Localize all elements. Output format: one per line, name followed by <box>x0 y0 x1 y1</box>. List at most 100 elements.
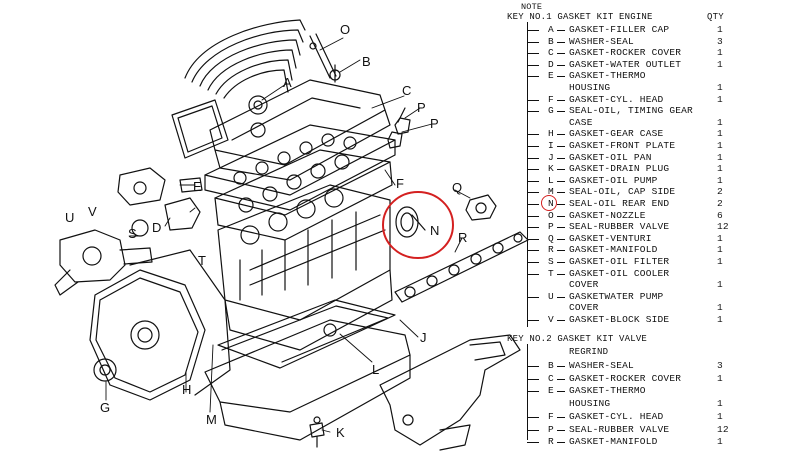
legend-dash <box>557 134 565 136</box>
callout-label: M <box>206 412 217 427</box>
legend-dash <box>557 429 565 431</box>
kit1-header: KEY NO.1 GASKET KIT ENGINE QTY <box>507 12 724 22</box>
legend-dash <box>557 41 565 43</box>
legend-dash <box>557 366 565 367</box>
legend-part-name: GASKET-VENTURI <box>569 232 652 244</box>
legend-qty: 2 <box>717 198 723 209</box>
qty-header: QTY <box>707 12 724 22</box>
legend-dash <box>557 215 565 217</box>
legend-tick <box>527 192 539 194</box>
legend-key: E <box>548 70 554 82</box>
legend-tick <box>527 238 539 240</box>
legend-tick <box>527 429 539 431</box>
legend-key: B <box>548 35 554 47</box>
legend-key: L <box>548 174 554 186</box>
legend-part-name: SEAL-RUBBER VALVE <box>569 221 670 233</box>
legend-qty: 1 <box>717 410 723 422</box>
rocker-cover-gasket <box>171 99 229 159</box>
kit1-bracket <box>527 22 528 327</box>
legend-qty: 1 <box>717 140 723 151</box>
legend-tick <box>527 111 539 113</box>
callout-label: H <box>182 382 191 397</box>
legend-part-name: GASKETWATER PUMP <box>569 290 664 302</box>
legend-dash <box>557 53 565 55</box>
legend-tick <box>527 146 539 147</box>
manifold-gasket <box>394 231 529 303</box>
legend-part-name: SEAL-OIL, CAP SIDE <box>569 186 676 198</box>
legend-part-name: SEAL-OIL REAR END <box>569 198 670 209</box>
legend-part-name: GASKET-THERMO <box>569 70 646 82</box>
legend-tick <box>527 416 539 418</box>
legend-key: S <box>548 256 554 267</box>
legend-dash <box>557 157 565 159</box>
legend-key: J <box>548 151 554 163</box>
legend-tick <box>527 296 539 298</box>
legend-dash <box>557 320 565 321</box>
legend-tick <box>527 250 539 252</box>
callout-label: N <box>430 223 439 238</box>
legend-qty: 3 <box>717 360 723 371</box>
legend-part-name: SEAL-RUBBER VALVE <box>569 423 670 435</box>
legend-part-name: GASKET-BLOCK SIDE <box>569 314 670 325</box>
legend-part-name: GASKET-OIL PAN <box>569 151 652 163</box>
legend-key: P <box>548 221 554 233</box>
legend-dash <box>557 442 565 444</box>
legend-dash <box>557 99 565 101</box>
legend-part-name: WASHER-SEAL <box>569 360 634 371</box>
legend-dash <box>557 378 565 380</box>
legend-part-name: GASKET-MANIFOLD <box>569 436 658 448</box>
callout-label: S <box>128 226 137 241</box>
exhaust-manifold <box>379 334 521 451</box>
legend-dash <box>557 296 565 298</box>
legend-part-name: GASKET-DRAIN PLUG <box>569 163 670 175</box>
legend-dash <box>557 76 565 78</box>
legend-part-name: GASKET-CYL. HEAD <box>569 93 664 105</box>
callout-label: A <box>283 75 292 90</box>
legend-dash <box>557 30 565 31</box>
legend-qty: 12 <box>717 221 729 233</box>
legend-part-name-continued: HOUSING <box>569 82 611 93</box>
highlight-circle <box>382 191 454 259</box>
legend-qty: 1 <box>717 163 723 175</box>
legend-part-name: GASKET-WATER OUTLET <box>569 58 682 70</box>
legend-part-name-continued: COVER <box>569 302 599 314</box>
legend-qty: 12 <box>717 423 729 435</box>
legend-part-name: WASHER-SEAL <box>569 35 634 47</box>
legend-dash <box>557 238 565 240</box>
legend-tick <box>527 262 539 263</box>
legend-qty: 1 <box>717 302 723 314</box>
legend-key: R <box>548 244 554 256</box>
legend-qty: 1 <box>717 151 723 163</box>
legend-key: C <box>548 47 554 59</box>
cylinder-head <box>204 124 396 241</box>
legend-part-name: GASKET-GEAR CASE <box>569 128 664 140</box>
legend-qty: 2 <box>717 186 723 198</box>
legend-dash <box>557 262 565 263</box>
legend-tick <box>527 366 539 367</box>
callout-label: D <box>152 220 161 235</box>
legend-tick <box>527 169 539 171</box>
highlight-key-circle <box>541 195 557 211</box>
kit1-title: KEY NO.1 GASKET KIT ENGINE <box>507 12 653 22</box>
legend-row: J GASKET-OIL PAN 1 <box>505 152 730 163</box>
legend-row-continued: COVER 1 <box>505 302 730 313</box>
legend-key: D <box>548 58 554 70</box>
callout-label: C <box>402 83 411 98</box>
legend-qty: 1 <box>717 279 723 291</box>
thermostat-housing <box>117 167 203 231</box>
